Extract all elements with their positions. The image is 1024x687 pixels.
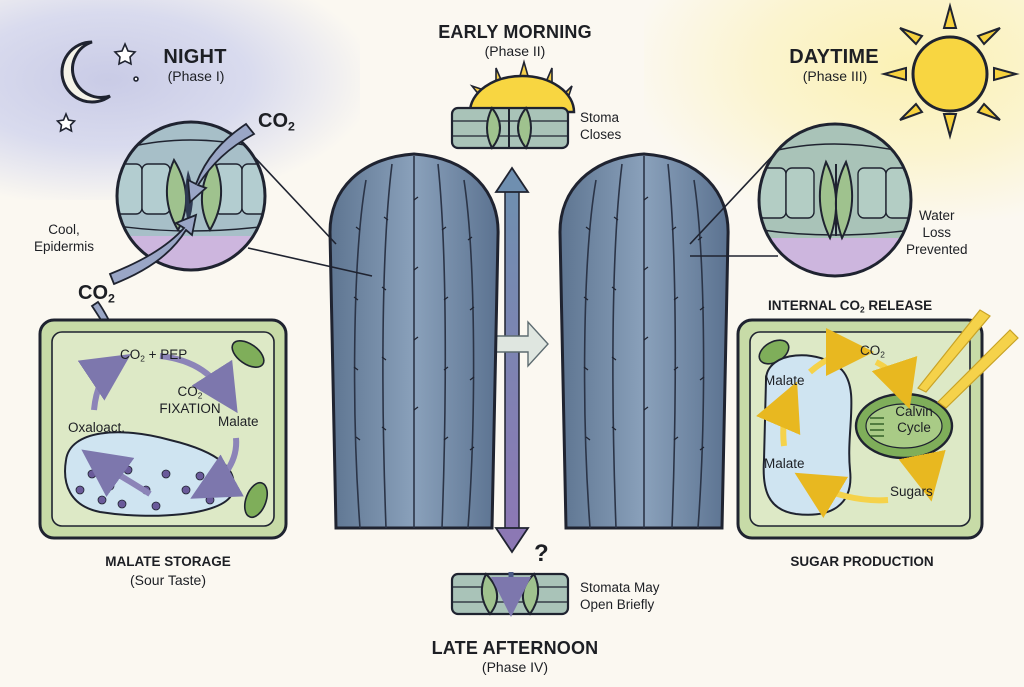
- night-cactus: [328, 152, 500, 530]
- night-title: NIGHT: [163, 46, 227, 68]
- stoma-closes-note: Stoma Closes: [580, 110, 622, 142]
- opening-stoma-icon: [450, 572, 570, 617]
- calvin-cycle-label: Calvin Cycle: [895, 404, 933, 435]
- star-icon: [55, 41, 139, 133]
- question-mark-label: ?: [534, 540, 549, 567]
- late-afternoon-title: LATE AFTERNOON: [431, 638, 599, 658]
- night-open-stoma-magnified: [115, 120, 267, 272]
- callout-lines: [245, 147, 779, 277]
- internal-co2-release-label: INTERNAL CO2 RELEASE: [768, 298, 933, 315]
- sunrise-icon: [468, 59, 576, 114]
- co2-fixation-label: CO2 FIXATION: [159, 384, 221, 417]
- sugars-label: Sugars: [890, 484, 933, 499]
- phase-timeline-arrow: [487, 166, 549, 554]
- malate-storage-caption: MALATE STORAGE: [105, 554, 231, 569]
- daytime-subtitle: (Phase III): [802, 68, 868, 84]
- sun-icon: [880, 2, 1020, 140]
- co2-intake-arrow: [108, 122, 256, 286]
- late-afternoon-subtitle: (Phase IV): [481, 659, 549, 675]
- co2-pep-label: CO2 + PEP: [120, 347, 188, 364]
- oxaloacetate-label: Oxaloact.: [68, 420, 126, 435]
- malate-top-label: Malate: [764, 373, 805, 388]
- daytime-cactus: [558, 152, 730, 530]
- sunlight-rays: [917, 309, 1019, 409]
- daytime-title: DAYTIME: [789, 46, 879, 68]
- sugar-production-caption: SUGAR PRODUCTION: [790, 554, 934, 569]
- co2-released-label: CO2: [860, 343, 885, 360]
- daytime-mesophyll-cell: [736, 318, 984, 540]
- malate-bottom-label: Malate: [764, 456, 805, 471]
- closed-stoma-icon: [450, 106, 570, 150]
- co2-bottom-label: CO2: [78, 282, 115, 306]
- malate-label: Malate: [218, 414, 259, 429]
- cool-epidermis-note: Cool, Epidermis: [34, 222, 95, 254]
- stomata-open-note: Stomata May Open Briefly: [580, 580, 660, 612]
- night-mesophyll-cell: [38, 318, 288, 540]
- daytime-closed-stoma-magnified: [757, 122, 913, 278]
- co2-top-label: CO2: [258, 110, 295, 134]
- moon-icon: [60, 40, 111, 104]
- early-morning-title: EARLY MORNING: [438, 22, 592, 42]
- night-subtitle: (Phase I): [167, 68, 225, 84]
- early-morning-subtitle: (Phase II): [484, 43, 546, 59]
- water-loss-note: Water Loss Prevented: [906, 208, 968, 257]
- malate-storage-subcaption: (Sour Taste): [130, 572, 206, 588]
